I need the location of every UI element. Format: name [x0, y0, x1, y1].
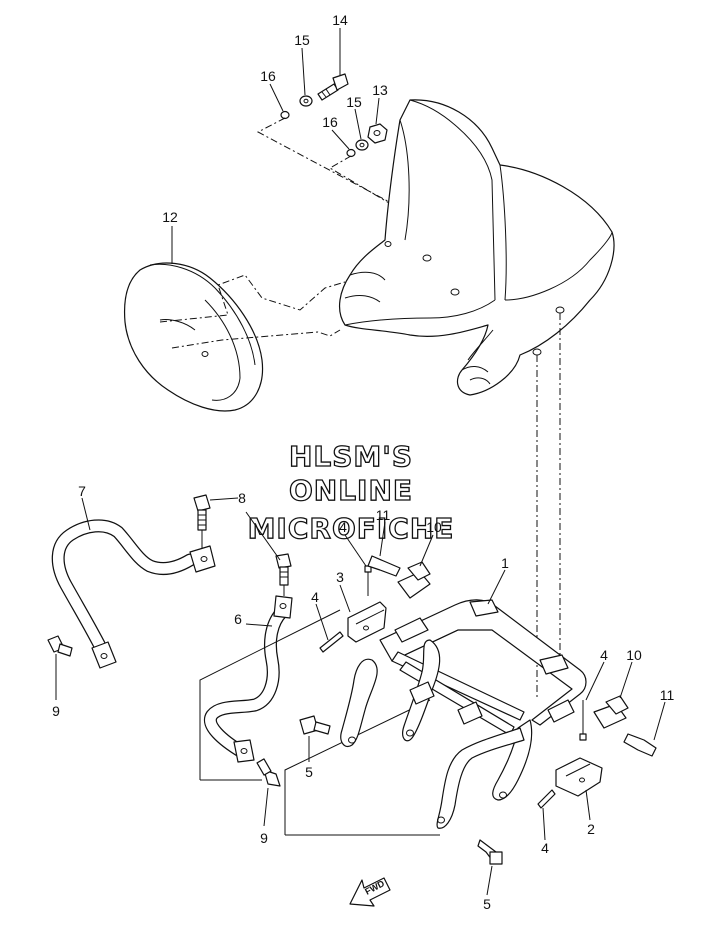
callout-numbers: 14 15 16 13 15 16 12 7 8 9 6 5 9 3 4 4 1…: [52, 12, 674, 912]
callout-13: 13: [372, 82, 388, 98]
bolt-8-lower: [275, 553, 292, 586]
callout-4-left: 4: [311, 589, 319, 605]
nut-13: [367, 123, 388, 144]
watermark: HLSM'S ONLINE MICROFICHE: [247, 439, 455, 545]
bolt-11-upper: [367, 555, 401, 577]
cable-7: [51, 519, 216, 669]
stay-bracket-1: [340, 599, 587, 829]
callout-6: 6: [234, 611, 242, 627]
callout-9-bottom: 9: [260, 830, 268, 846]
fairing-cowling: [338, 99, 615, 396]
callout-7: 7: [78, 483, 86, 499]
callout-8: 8: [238, 490, 246, 506]
bolt-9-lower: [256, 758, 281, 787]
screw-4-bottom: [537, 789, 556, 809]
bolt-14: [317, 73, 349, 101]
watermark-line1: HLSM'S: [289, 440, 413, 473]
bolt-11-lower: [623, 733, 657, 757]
bracket-2: [555, 757, 603, 797]
screw-4-top: [364, 565, 372, 596]
watermark-line3: MICROFICHE: [248, 512, 455, 545]
callout-16-lower: 16: [322, 114, 338, 130]
bolt-8-upper: [193, 494, 211, 531]
callout-11-lower: 11: [660, 687, 675, 703]
leader-lines: [55, 28, 666, 896]
fwd-arrow-icon: FWD: [349, 877, 391, 907]
callout-15-lower: 15: [346, 94, 362, 110]
washer-16-lower: [346, 148, 356, 158]
callout-4-top: 4: [339, 519, 347, 535]
screw-4-right: [579, 700, 587, 741]
guide-cable-left: [199, 609, 341, 780]
callout-11-upper: 11: [376, 507, 391, 523]
washer-15-lower: [355, 139, 369, 151]
callout-9-left: 9: [52, 703, 60, 719]
grommet-10-lower: [593, 695, 629, 729]
bracket-3: [347, 601, 387, 643]
callout-12: 12: [162, 209, 178, 225]
bolt-5-left: [299, 715, 331, 735]
callout-4-bottom: 4: [541, 840, 549, 856]
watermark-line2: ONLINE: [289, 474, 413, 507]
callout-14: 14: [332, 12, 348, 28]
washer-15-upper: [299, 95, 313, 107]
callout-4-right: 4: [600, 647, 608, 663]
callout-3: 3: [336, 569, 344, 585]
guide-cable-bottom2: [284, 699, 431, 835]
headlight-12: [123, 262, 264, 412]
bolt-9-left: [47, 635, 73, 657]
grommet-10-upper: [397, 561, 431, 599]
callout-10-lower: 10: [626, 647, 642, 663]
callout-1: 1: [501, 555, 509, 571]
callout-16-upper: 16: [260, 68, 276, 84]
callout-5-left: 5: [305, 764, 313, 780]
cable-6: [203, 595, 293, 763]
callout-5-bottom: 5: [483, 896, 491, 912]
guide-headlight-lower: [171, 329, 341, 349]
screw-4-left: [319, 631, 344, 653]
callout-10-upper: 10: [426, 519, 442, 535]
callout-2: 2: [587, 821, 595, 837]
bolt-5-bottom: [477, 839, 503, 865]
washer-16-upper: [280, 110, 290, 120]
guide-upper: [256, 117, 396, 240]
callout-15-upper: 15: [294, 32, 310, 48]
